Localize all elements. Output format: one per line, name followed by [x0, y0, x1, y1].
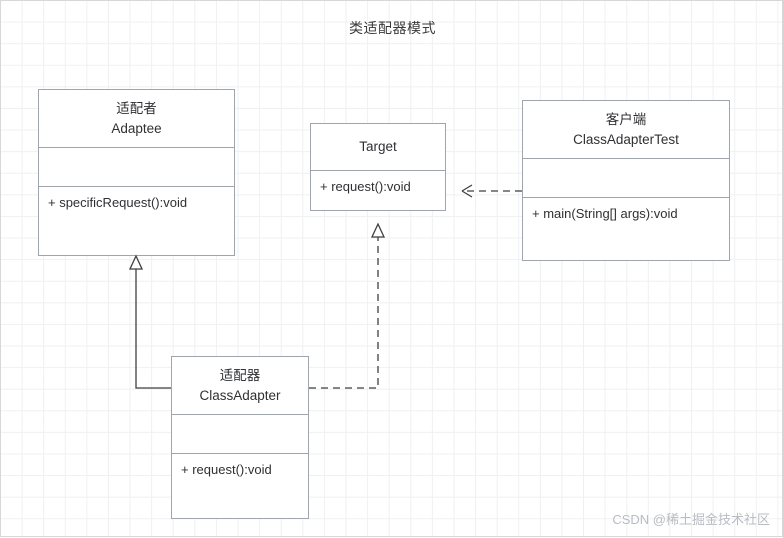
class-header-client: 客户端 ClassAdapterTest	[523, 101, 729, 158]
class-name-en-classadapter: ClassAdapter	[199, 387, 281, 403]
class-operation-client-0: + main(String[] args):void	[523, 197, 729, 229]
class-name-cn-classadapter: 适配器	[219, 368, 261, 383]
watermark-text: CSDN @稀土掘金技术社区	[612, 512, 770, 527]
class-box-classadapter[interactable]: 适配器 ClassAdapter + request():void	[171, 356, 309, 519]
class-box-adaptee[interactable]: 适配者 Adaptee + specificRequest():void	[38, 89, 235, 256]
class-name-en-adaptee: Adaptee	[111, 120, 162, 136]
class-header-target: Target	[311, 124, 445, 170]
class-attributes-classadapter	[172, 414, 308, 453]
class-header-classadapter: 适配器 ClassAdapter	[172, 357, 308, 414]
relation-dependency-client-target	[461, 184, 522, 198]
class-box-target[interactable]: Target + request():void	[310, 123, 446, 211]
class-attributes-client	[523, 158, 729, 197]
watermark: CSDN @稀土掘金技术社区	[612, 509, 770, 528]
class-name-cn-client: 客户端	[605, 112, 647, 127]
relation-realization-classadapter-target	[309, 222, 386, 389]
class-operation-classadapter-0: + request():void	[172, 453, 308, 485]
class-name-en-client: ClassAdapterTest	[573, 131, 679, 147]
relation-generalization-classadapter-adaptee	[128, 254, 171, 389]
class-header-adaptee: 适配者 Adaptee	[39, 90, 234, 147]
class-name-en-target: Target	[359, 139, 397, 154]
class-attributes-adaptee	[39, 147, 234, 186]
class-name-cn-adaptee: 适配者	[116, 101, 157, 116]
class-operation-adaptee-0: + specificRequest():void	[39, 186, 234, 218]
class-box-client[interactable]: 客户端 ClassAdapterTest + main(String[] arg…	[522, 100, 730, 261]
diagram-title: 类适配器模式	[349, 20, 436, 36]
class-operation-target-0: + request():void	[311, 169, 445, 202]
